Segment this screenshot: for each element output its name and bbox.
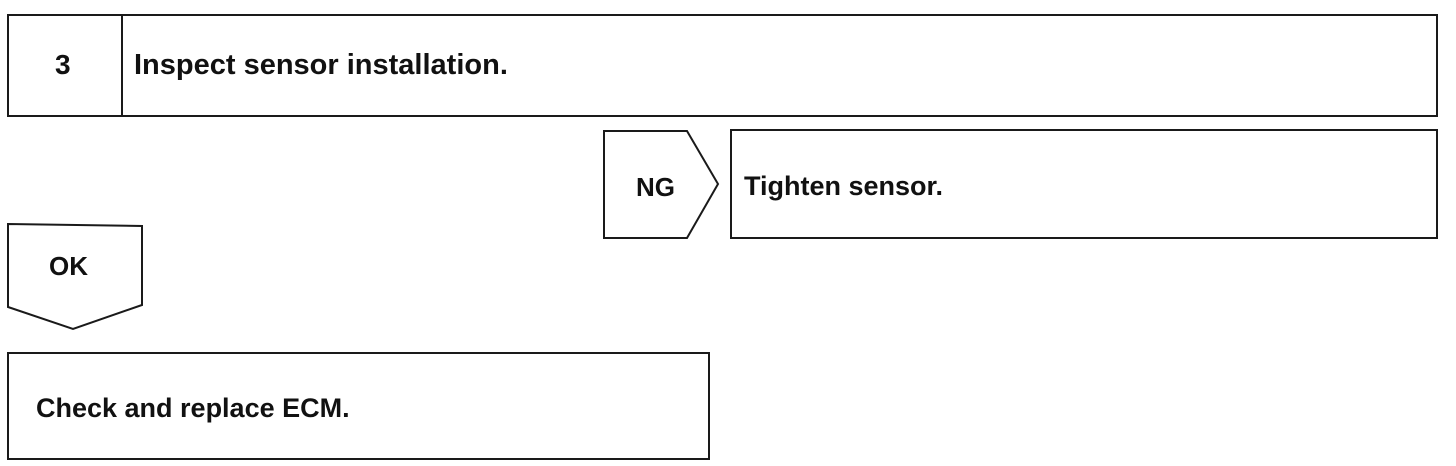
ng-label: NG xyxy=(636,172,675,202)
ok-action-text: Check and replace ECM. xyxy=(36,393,350,423)
step-title: Inspect sensor installation. xyxy=(134,49,508,81)
step-box xyxy=(7,14,1438,117)
ng-action-box xyxy=(730,129,1438,239)
ng-action-text: Tighten sensor. xyxy=(744,171,944,201)
ok-action-box xyxy=(7,352,710,460)
ok-arrow-shape xyxy=(7,222,143,331)
step-number: 3 xyxy=(55,49,71,80)
ok-label: OK xyxy=(49,251,88,281)
ng-arrow-shape xyxy=(603,130,720,239)
step-number-divider xyxy=(7,14,123,117)
